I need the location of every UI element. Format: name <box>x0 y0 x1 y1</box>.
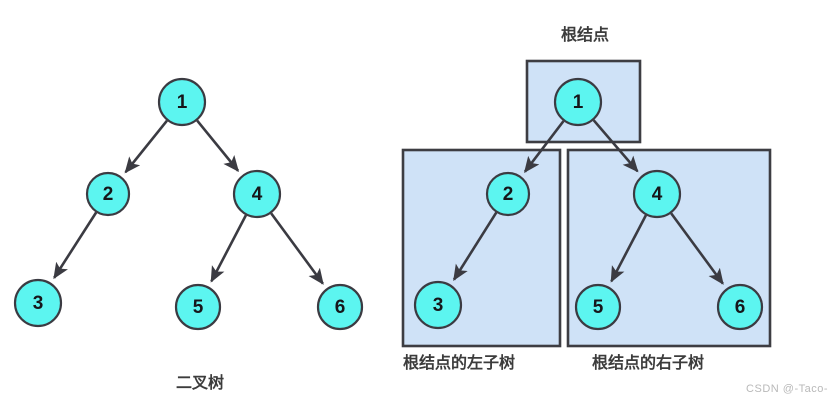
node-circle <box>174 283 222 331</box>
tree-edge-n1-n2 <box>124 119 168 174</box>
tree-edge-m1-m2 <box>523 120 565 173</box>
node-label: 6 <box>735 297 746 318</box>
binary-tree-node-group: 1 2 4 3 5 6 <box>13 77 364 331</box>
node-circle <box>13 278 63 328</box>
node-label: 2 <box>503 184 514 205</box>
node-label: 3 <box>33 293 44 314</box>
tree-edge-n4-n5 <box>210 214 248 283</box>
tree-node-5: 5 <box>574 283 622 331</box>
binary-tree-edge-group <box>53 119 324 285</box>
node-circle <box>574 283 622 331</box>
subtree-node-group: 1 2 4 3 5 6 <box>413 77 764 331</box>
node-circle <box>232 169 282 219</box>
tree-edge-m4-m5 <box>610 214 648 283</box>
csdn-watermark: CSDN @-Taco- <box>746 383 828 395</box>
node-circle <box>157 77 207 127</box>
node-circle <box>553 77 603 127</box>
caption-left-box: 根结点的左子树 <box>403 353 515 372</box>
node-label: 5 <box>193 297 204 318</box>
node-label: 5 <box>593 297 604 318</box>
subtree-edge-group <box>452 119 724 285</box>
tree-node-1: 1 <box>157 77 207 127</box>
node-label: 3 <box>433 295 444 316</box>
tree-edge-n1-n4 <box>196 119 240 172</box>
binary-tree-caption: 二叉树 <box>176 373 224 392</box>
tree-node-4: 4 <box>632 169 682 219</box>
tree-node-6: 6 <box>716 283 764 331</box>
tree-edge-m4-m6 <box>670 212 724 285</box>
tree-node-4: 4 <box>232 169 282 219</box>
tree-node-5: 5 <box>174 283 222 331</box>
tree-node-3: 3 <box>13 278 63 328</box>
tree-node-2: 2 <box>85 171 131 217</box>
tree-edge-n4-n6 <box>270 212 324 285</box>
node-label: 6 <box>335 297 346 318</box>
node-circle <box>413 280 463 330</box>
node-label: 1 <box>177 92 188 113</box>
tree-node-2: 2 <box>485 171 531 217</box>
caption-right-box: 根结点的右子树 <box>592 353 704 372</box>
root-node-title: 根结点 <box>561 25 609 44</box>
node-circle <box>632 169 682 219</box>
tree-edge-m2-m3 <box>452 211 498 281</box>
node-label: 2 <box>103 184 114 205</box>
node-label: 4 <box>252 184 263 205</box>
tree-node-3: 3 <box>413 280 463 330</box>
tree-edge-n2-n3 <box>53 211 98 280</box>
node-circle <box>716 283 764 331</box>
node-circle <box>485 171 531 217</box>
node-label: 4 <box>652 184 663 205</box>
tree-node-1: 1 <box>553 77 603 127</box>
node-circle <box>85 171 131 217</box>
node-circle <box>316 283 364 331</box>
tree-edge-m1-m4 <box>592 119 639 173</box>
node-label: 1 <box>573 92 584 113</box>
tree-node-6: 6 <box>316 283 364 331</box>
